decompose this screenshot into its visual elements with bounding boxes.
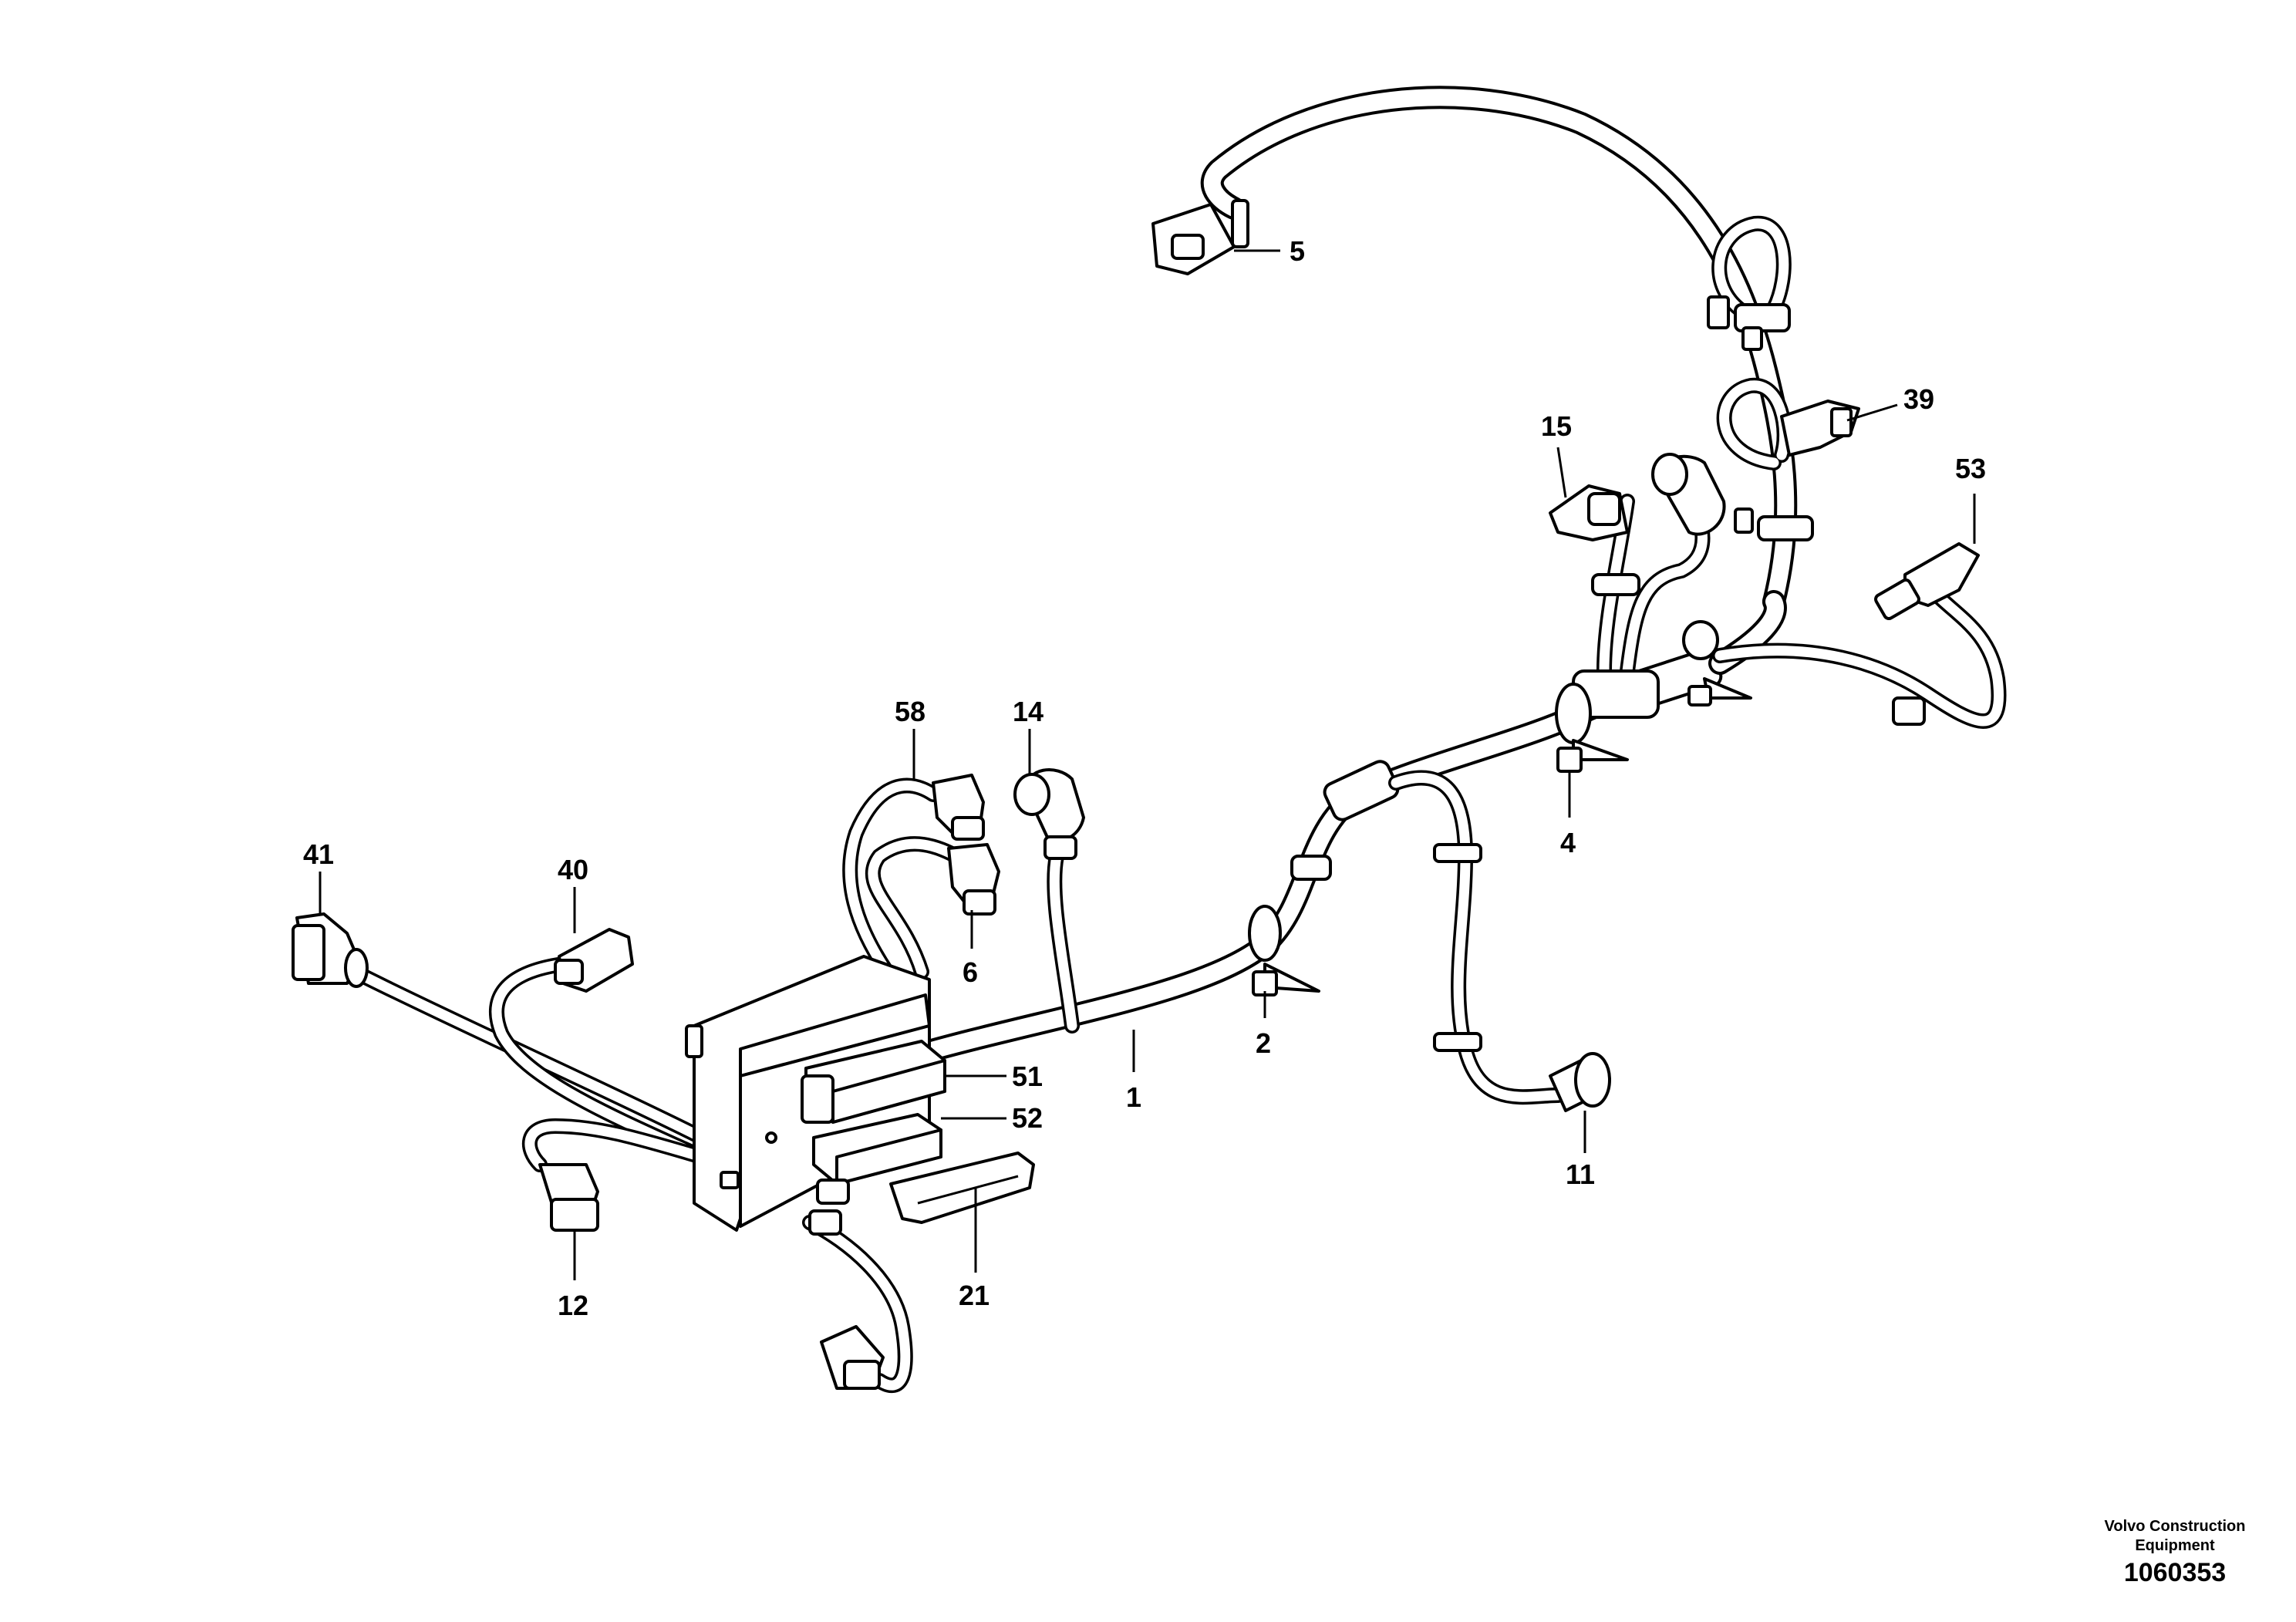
callout-6: 6: [963, 956, 978, 988]
callout-40: 40: [558, 854, 588, 885]
leader-lines: [319, 249, 1976, 1280]
callout-1: 1: [1126, 1081, 1141, 1113]
callout-21: 21: [959, 1280, 990, 1311]
callout-41: 41: [303, 838, 334, 870]
callout-labels: 5 39 15 53 4 2 11 1 51 52 21 12 14 58 6 …: [303, 235, 1986, 1321]
left-branch: [292, 912, 710, 1165]
company-name-line2: Equipment: [2135, 1537, 2215, 1554]
branch-11: [1388, 770, 1611, 1112]
callout-39: 39: [1903, 383, 1934, 415]
callout-58: 58: [895, 696, 925, 727]
cable-tie-4: [1555, 677, 1752, 773]
drawing-number: 1060353: [2124, 1558, 2226, 1587]
connector-52: [812, 1113, 942, 1205]
branch-58-6: [842, 774, 1000, 980]
upper-branch: [1200, 86, 1814, 675]
branch-14: [1013, 768, 1085, 1034]
callout-11: 11: [1566, 1158, 1595, 1190]
company-name-line1: Volvo Construction: [2105, 1518, 2246, 1535]
branch-bottom: [802, 1209, 913, 1393]
callout-15: 15: [1541, 410, 1572, 442]
callout-2: 2: [1256, 1027, 1271, 1059]
cover-21: [889, 1152, 1035, 1224]
connector-39: [1780, 400, 1860, 457]
callout-53: 53: [1955, 453, 1986, 484]
branch-12: [521, 1118, 710, 1232]
title-block: Volvo Construction Equipment 1060353: [2105, 1518, 2246, 1587]
branch-53: [1682, 542, 2007, 729]
clip-2: [1248, 855, 1332, 996]
callout-4: 4: [1560, 827, 1576, 858]
connector-5: [1151, 199, 1249, 275]
connector-51: [801, 1040, 946, 1124]
callout-52: 52: [1012, 1102, 1043, 1134]
callout-14: 14: [1013, 696, 1043, 727]
callout-51: 51: [1012, 1061, 1043, 1092]
callout-12: 12: [558, 1290, 588, 1321]
callout-5: 5: [1290, 235, 1305, 267]
